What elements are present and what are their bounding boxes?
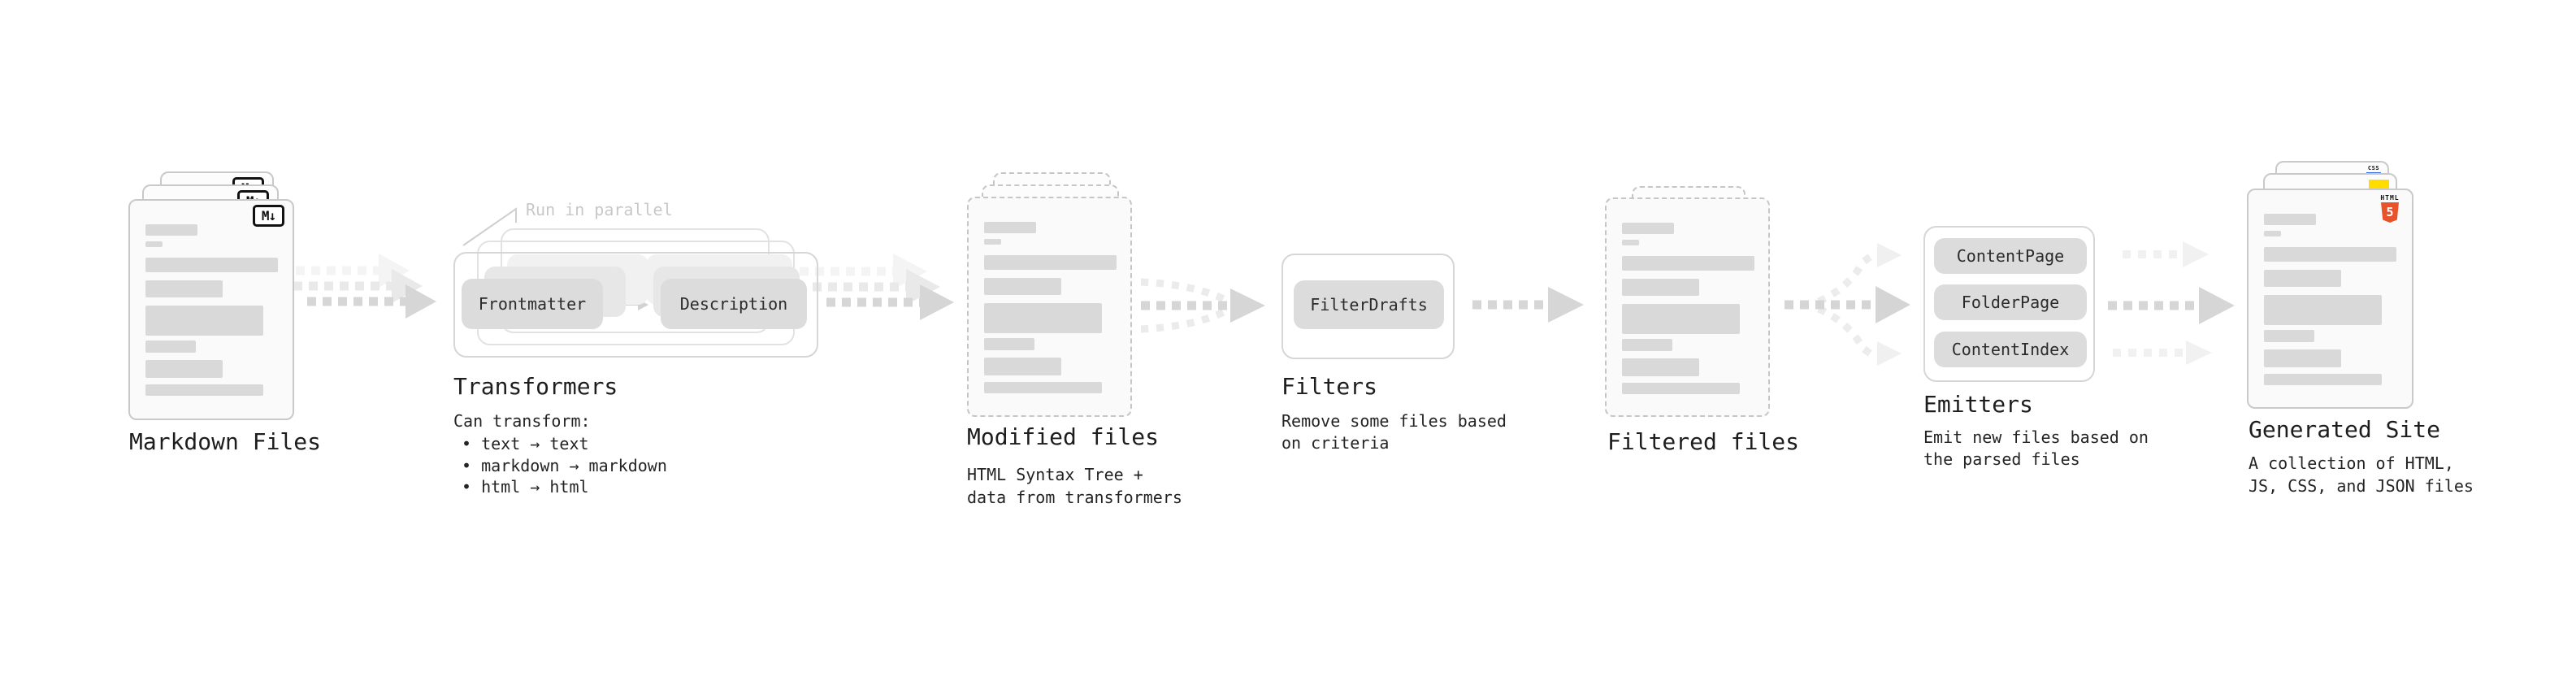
markdown-sheet-front: M↓ [128, 199, 294, 420]
arrow-filtered-to-emitters [1785, 243, 1910, 366]
transform-item: • text → text [462, 434, 589, 453]
filtered-files-title: Filtered files [1607, 428, 1800, 455]
document-text-bars [145, 224, 278, 396]
modified-files-title: Modified files [967, 423, 1160, 450]
arrow-transformers-to-modified [800, 254, 954, 320]
filterdrafts-pill: FilterDrafts [1294, 280, 1444, 329]
filtered-sheet-front [1605, 197, 1770, 417]
transformers-description: Can transform: • text → text • markdown … [453, 410, 667, 498]
document-text-bars [2264, 214, 2396, 385]
modified-files-description: HTML Syntax Tree + data from transformer… [967, 465, 1182, 507]
filters-description: Remove some files based on criteria [1281, 411, 1507, 453]
can-transform-heading: Can transform: [453, 411, 591, 431]
run-in-parallel-note: Run in parallel [526, 200, 673, 219]
description-pill: Description [661, 279, 807, 329]
arrow-markdown-to-transformers [280, 254, 436, 319]
transform-item: • markdown → markdown [462, 455, 667, 475]
arrow-emitters-to-generated [2108, 241, 2235, 365]
contentpage-pill: ContentPage [1934, 238, 2087, 274]
filters-title: Filters [1281, 373, 1378, 400]
document-text-bars [1622, 223, 1754, 394]
markdown-files-title: Markdown Files [129, 428, 322, 455]
document-text-bars [984, 222, 1117, 393]
arrow-filters-to-filtered [1472, 287, 1584, 323]
generated-sheet-front: HTML 5 [2247, 189, 2413, 409]
markdown-icon: M↓ [253, 205, 284, 227]
generated-site-description: A collection of HTML, JS, CSS, and JSON … [2249, 453, 2474, 496]
frontmatter-pill: Frontmatter [462, 279, 603, 329]
html5-icon: HTML 5 [2380, 194, 2400, 223]
javascript-icon [2369, 180, 2389, 191]
transform-list: • text → text • markdown → markdown • ht… [453, 433, 667, 498]
generated-site-title: Generated Site [2249, 416, 2441, 443]
arrow-modified-to-filters [1140, 278, 1265, 333]
transformers-title: Transformers [453, 373, 618, 400]
emitters-title: Emitters [1923, 391, 2033, 418]
contentindex-pill: ContentIndex [1934, 332, 2087, 367]
emitters-description: Emit new files based on the parsed files [1923, 427, 2149, 469]
modified-sheet-front [967, 197, 1132, 417]
transformer-frame-front [453, 252, 818, 358]
transform-item: • html → html [462, 477, 589, 497]
folderpage-pill: FolderPage [1934, 284, 2087, 320]
